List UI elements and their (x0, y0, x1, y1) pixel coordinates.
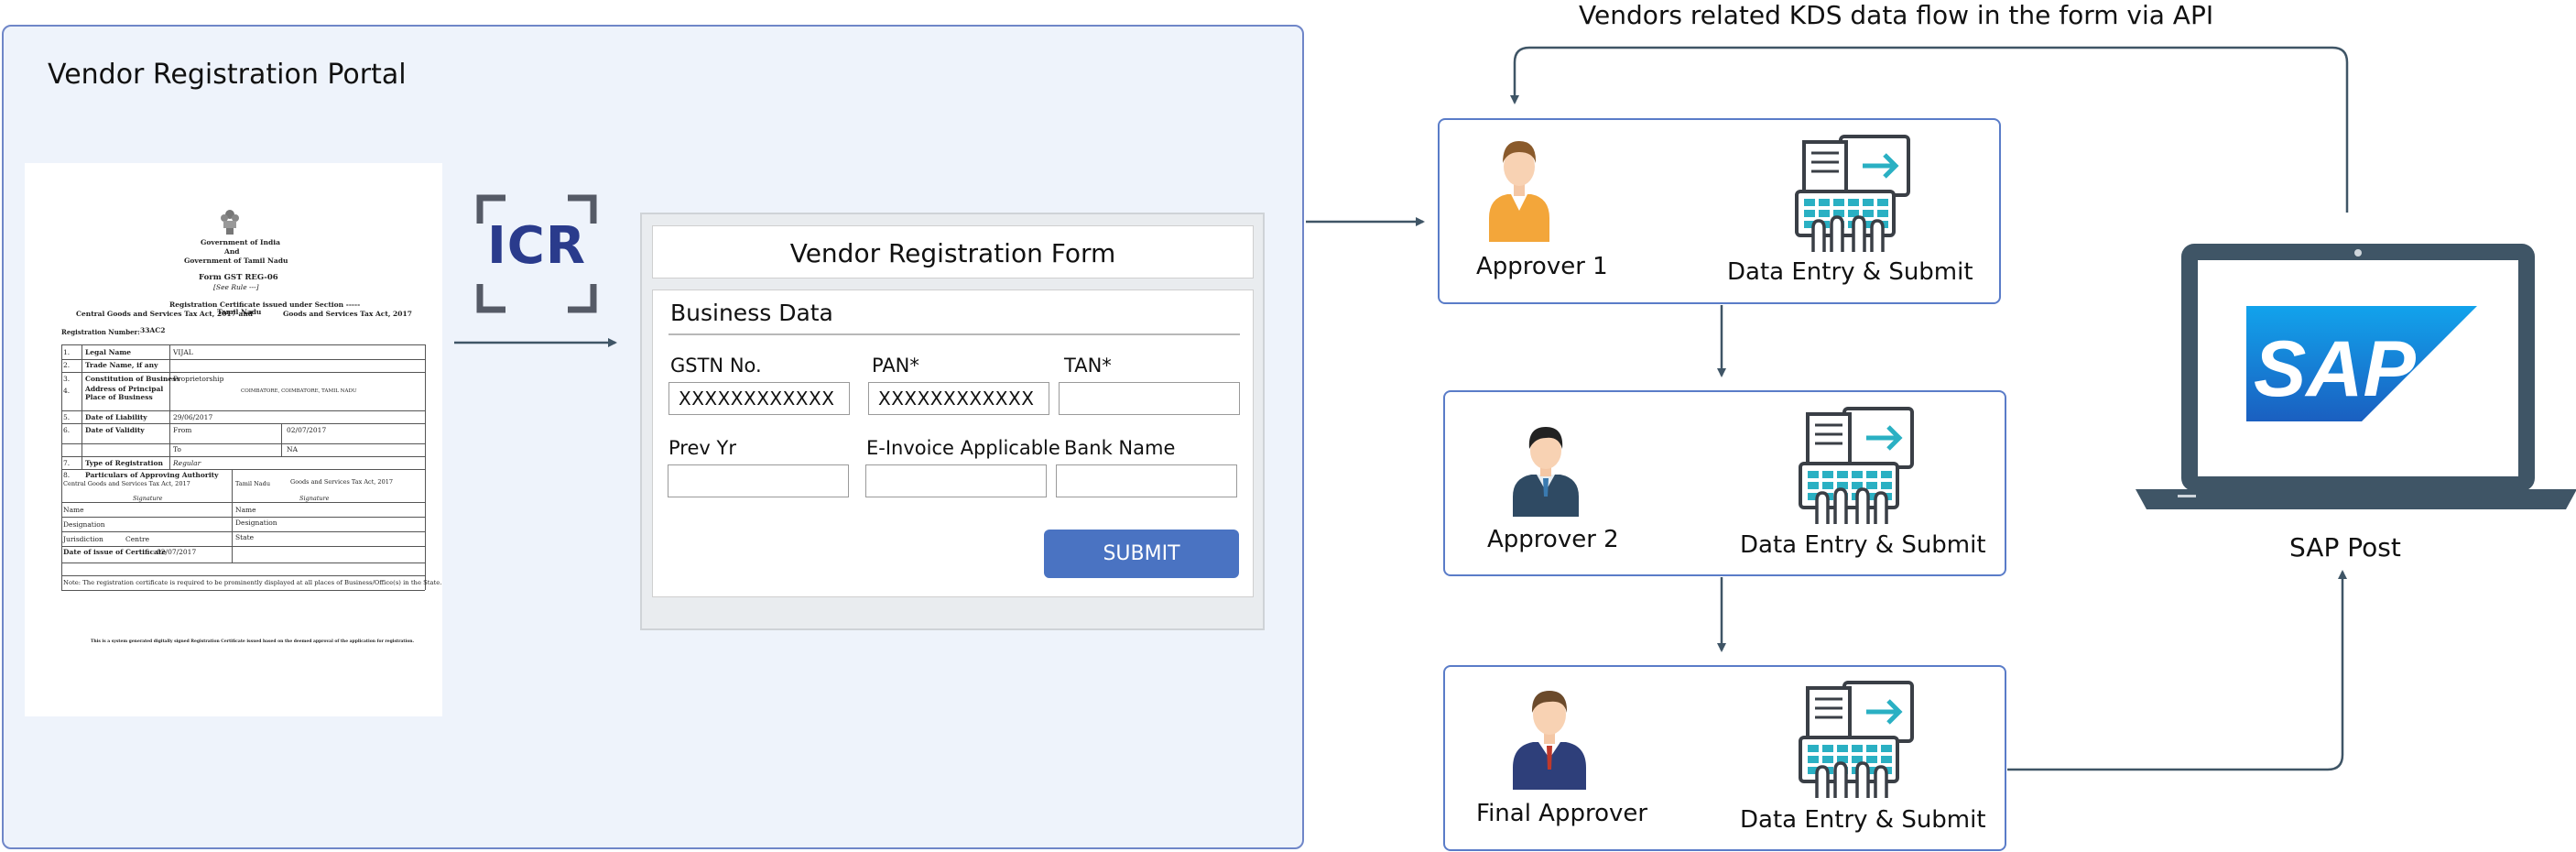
arrow-api-feedback (1510, 46, 2349, 213)
cert-row-label: Legal Name (85, 348, 132, 356)
bank-name-input[interactable] (1056, 464, 1237, 497)
cert-row-no: 2. (63, 361, 71, 369)
cert-row-value: Regular (173, 459, 201, 467)
cert-validity-to: NA (287, 445, 298, 453)
cert-gov-line1: Government of India (201, 238, 280, 246)
e-invoice-input[interactable] (865, 464, 1047, 497)
cert-row-value: VIJAL (173, 348, 193, 356)
cert-row-value: From (173, 426, 192, 434)
cert-rule: [See Rule ---] (213, 283, 259, 291)
cert-name-left: Name (63, 506, 84, 514)
cert-centre: Centre (125, 535, 150, 543)
cert-signature-right: Signature (299, 495, 330, 502)
cert-table: 1. Legal Name VIJAL 2. Trade Name, if an… (61, 344, 441, 601)
cert-form-code: Form GST REG-06 (199, 273, 278, 282)
cert-acts-right: Goods and Services Tax Act, 2017 (283, 310, 412, 318)
cert-row-value: Proprietorship (173, 375, 224, 383)
arrow-final-to-sap (2007, 570, 2347, 771)
cert-row-value: COIMBATORE, COIMBATORE, TAMIL NADU (241, 388, 357, 394)
section-divider (668, 333, 1240, 335)
cert-gov-line2: And (224, 247, 240, 256)
prev-yr-input[interactable] (668, 464, 849, 497)
gstn-input[interactable]: XXXXXXXXXXXX (668, 382, 850, 415)
cert-state: State (235, 533, 255, 541)
emblem-icon (221, 210, 239, 235)
approver-1-label: Approver 1 (1476, 253, 1608, 280)
cert-row-no: 4. (63, 387, 71, 395)
bank-name-label: Bank Name (1064, 437, 1176, 459)
cert-row-no: 3. (63, 375, 71, 383)
approver-2-action: Data Entry & Submit (1740, 531, 1986, 559)
gst-certificate-document: Government of India And Government of Ta… (25, 163, 442, 716)
cert-row-no: 7. (63, 459, 71, 467)
cert-note: Note: The registration certificate is re… (63, 579, 442, 586)
tan-input[interactable] (1059, 382, 1240, 415)
tan-label: TAN* (1064, 355, 1112, 377)
cert-date-issue-value: 02/07/2017 (157, 548, 197, 556)
cert-jurisdiction: Jurisdiction (63, 535, 103, 543)
cert-heading: Registration Certificate issued under Se… (169, 300, 361, 309)
cert-footer: This is a system generated digitally sig… (91, 639, 415, 644)
person-icon (1513, 691, 1586, 790)
prev-yr-label: Prev Yr (668, 437, 736, 459)
cert-row-label: Trade Name, if any (85, 361, 158, 369)
cert-name-right: Name (235, 506, 256, 514)
cert-row-label: Address of Principal Place of Business (85, 385, 164, 401)
person-icon (1513, 427, 1579, 517)
form-title-box (652, 225, 1254, 279)
final-approver-label: Final Approver (1476, 800, 1648, 827)
cert-acts-mid: Tamil Nadu (217, 308, 262, 316)
cert-authority-mid: Tamil Nadu (235, 480, 271, 487)
icr-scan-icon (476, 194, 597, 313)
cert-gov-line3: Government of Tamil Nadu (184, 257, 288, 265)
data-entry-keyboard-icon (1799, 681, 1914, 798)
submit-button[interactable]: SUBMIT (1044, 530, 1239, 578)
cert-row-label: Date of Validity (85, 426, 145, 434)
cert-row-label: Particulars of Approving Authority (85, 471, 219, 479)
icr-label: ICR (486, 216, 587, 276)
person-icon (1489, 141, 1549, 242)
cert-row-label: Constitution of Business (85, 375, 180, 383)
data-entry-keyboard-icon (1799, 407, 1914, 524)
form-title: Vendor Registration Form (789, 238, 1116, 268)
cert-row-label: Date of Liability (85, 413, 147, 421)
cert-row-no: 6. (63, 426, 71, 434)
cert-signature-left: Signature (133, 495, 163, 502)
pan-input[interactable]: XXXXXXXXXXXX (868, 382, 1049, 415)
cert-reg-label: Registration Number: (61, 328, 140, 336)
cert-authority-left: Central Goods and Services Tax Act, 2017 (63, 480, 190, 487)
api-flow-caption: Vendors related KDS data flow in the for… (1579, 0, 2214, 30)
cert-designation-left: Designation (63, 520, 105, 529)
cert-acts-left: Central Goods and Services Tax Act, 2017… (76, 310, 254, 318)
gstn-label: GSTN No. (670, 355, 762, 377)
sap-logo-text: SAP (2254, 325, 2416, 413)
approver-1-action: Data Entry & Submit (1727, 258, 1973, 286)
cert-row-value: 29/06/2017 (173, 413, 213, 421)
pan-label: PAN* (872, 355, 919, 377)
portal-title: Vendor Registration Portal (48, 59, 407, 91)
cert-date-issue-label: Date of issue of Certificate (63, 548, 167, 556)
cert-validity-to-label: To (173, 445, 181, 453)
cert-reg-value: 33AC2 (140, 326, 166, 334)
cert-validity-from: 02/07/2017 (287, 426, 327, 434)
approver-2-label: Approver 2 (1487, 526, 1619, 553)
cert-row-no: 5. (63, 413, 71, 421)
e-invoice-label: E-Invoice Applicable (866, 437, 1060, 459)
final-approver-action: Data Entry & Submit (1740, 806, 1986, 834)
cert-row-no: 8. (63, 471, 71, 479)
cert-row-no: 1. (63, 348, 71, 356)
cert-authority-right: Goods and Services Tax Act, 2017 (290, 478, 393, 486)
data-entry-keyboard-icon (1795, 135, 1910, 252)
sap-post-label: SAP Post (2289, 532, 2401, 563)
sap-logo: SAP (2246, 306, 2477, 421)
cert-row-label: Type of Registration (85, 459, 163, 467)
section-title: Business Data (670, 300, 833, 326)
cert-designation-right: Designation (235, 519, 277, 527)
